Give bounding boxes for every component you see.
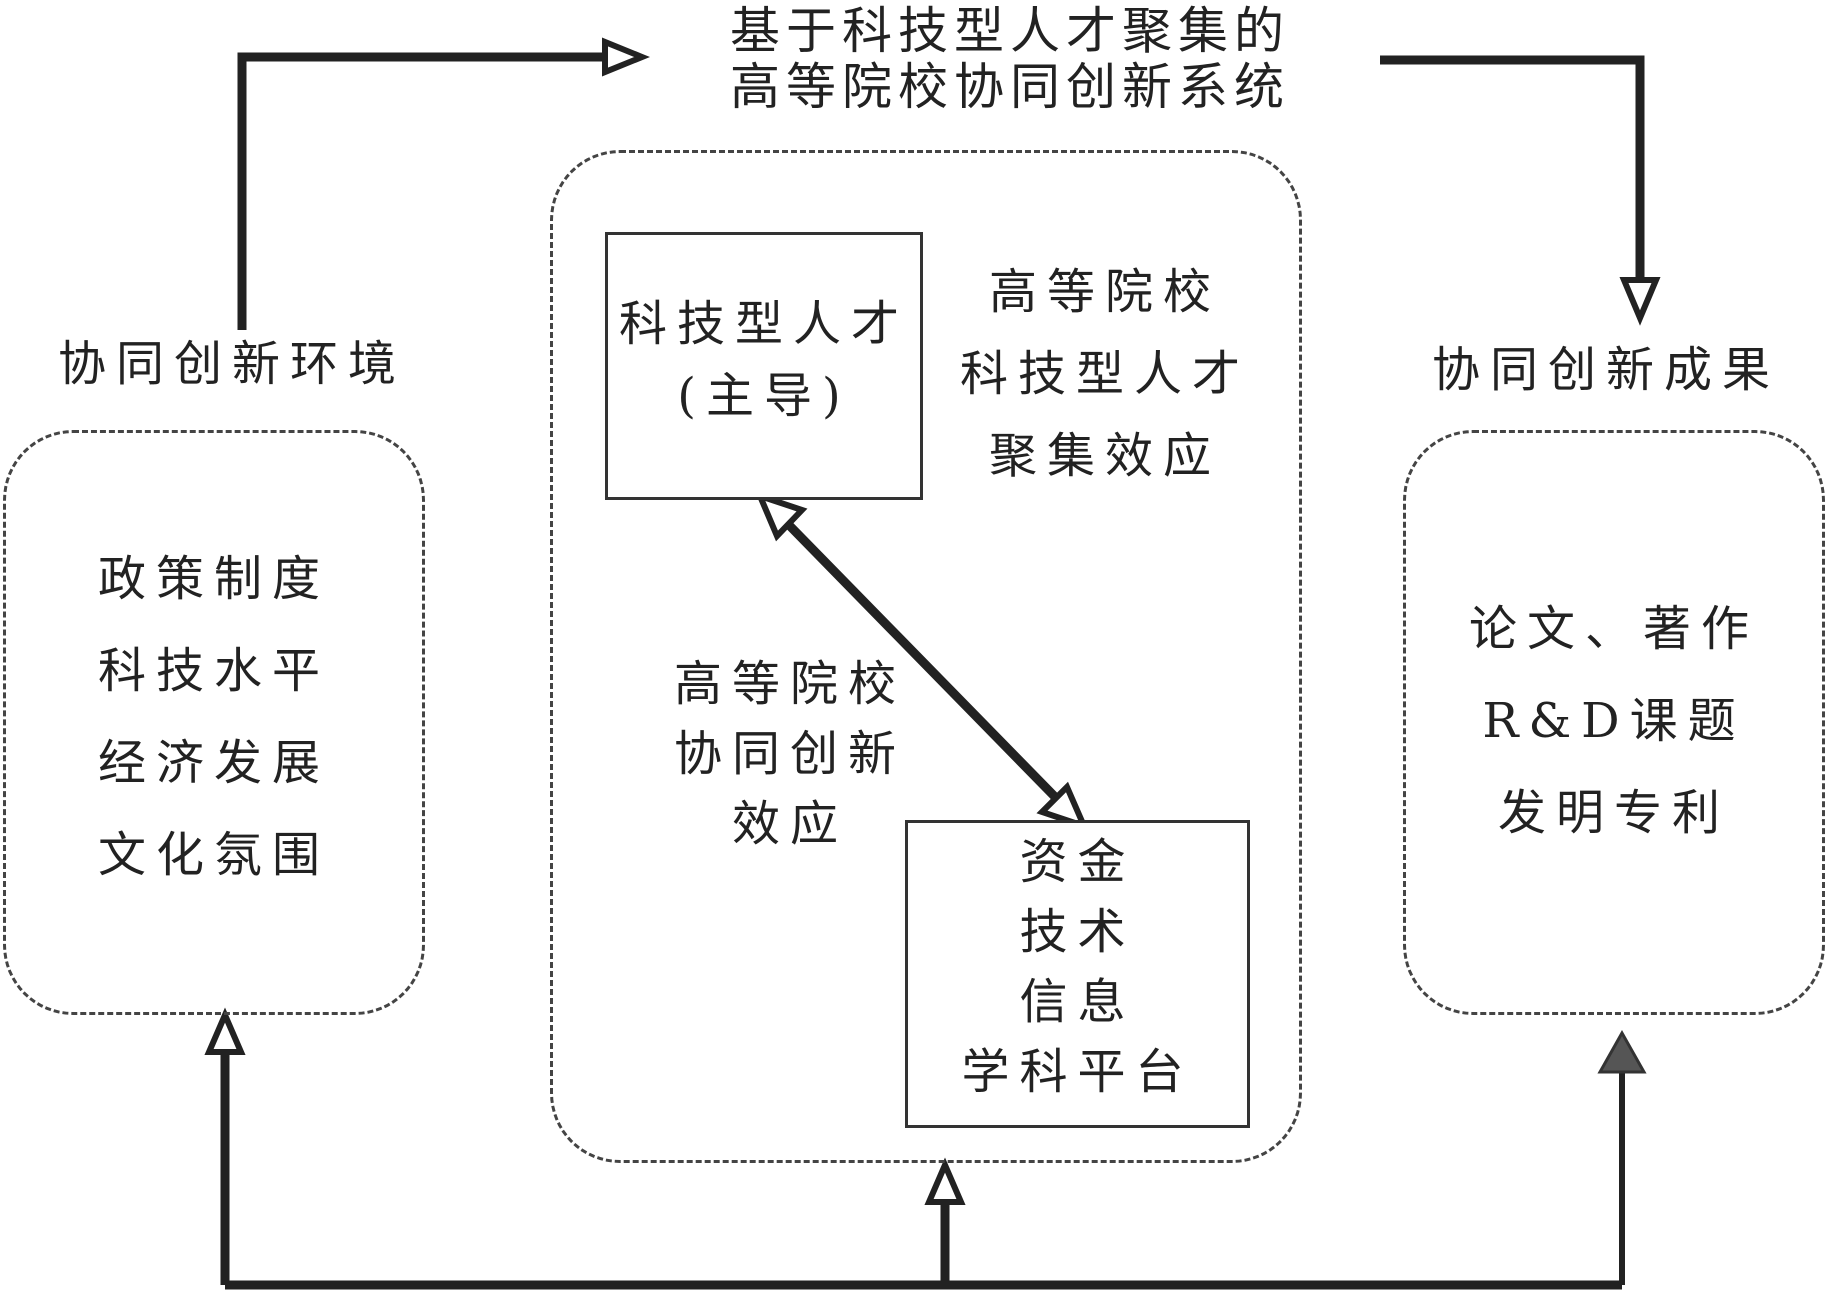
talent-box (605, 232, 923, 500)
environment-items: 政策制度 科技水平 经济发展 文化氛围 (3, 555, 425, 879)
outcome-item: 论文、著作 (1468, 601, 1759, 657)
outcome-item: 发明专利 (1497, 785, 1730, 841)
resource-items: 资金 技术 信息 学科平台 (905, 838, 1250, 1096)
resource-item: 学科平台 (961, 1044, 1194, 1100)
outcomes-items: 论文、著作 R&D课题 发明专利 (1403, 605, 1825, 837)
arrowhead-to-outcomes (1619, 277, 1661, 326)
environment-heading: 协同创新环境 (58, 336, 407, 392)
arrowhead-to-system (924, 1157, 966, 1205)
arrowhead-to-outcome-box (1597, 1029, 1647, 1074)
arrowhead-to-resources (1036, 781, 1090, 831)
innovation-effect-line: 效应 (731, 796, 848, 852)
resource-item: 资金 (1019, 834, 1136, 890)
arrowhead-to-talent (754, 491, 808, 542)
gathering-effect-line: 高等院校 (988, 264, 1221, 320)
gathering-effect-line: 科技型人才 (959, 346, 1250, 402)
arrowhead-to-environment (204, 1007, 246, 1055)
outcome-item: R&D课题 (1482, 693, 1746, 749)
arrowhead-to-title (602, 37, 650, 77)
resource-item: 技术 (1019, 904, 1136, 960)
environment-item: 经济发展 (97, 735, 330, 791)
outcomes-box (1403, 430, 1825, 1015)
outcomes-heading: 协同创新成果 (1432, 342, 1781, 398)
environment-item: 政策制度 (97, 551, 330, 607)
environment-box (3, 430, 425, 1015)
talent-label: 科技型人才 (主导) (605, 300, 923, 420)
environment-item: 科技水平 (97, 643, 330, 699)
system-title-line-2: 高等院校协同创新系统 (730, 58, 1290, 116)
arrow-system-to-outcomes (1380, 55, 1645, 282)
talent-label-line-1: 科技型人才 (618, 296, 909, 352)
innovation-effect-label: 高等院校 协同创新 效应 (655, 660, 925, 848)
gathering-effect-line: 聚集效应 (988, 428, 1221, 484)
innovation-effect-line: 协同创新 (673, 726, 906, 782)
system-box (550, 150, 1302, 1163)
bidirectional-arrow (782, 518, 1064, 806)
system-title: 基于科技型人才聚集的 高等院校协同创新系统 (690, 6, 1330, 112)
resource-box (905, 820, 1250, 1128)
arrow-environment-to-system (237, 52, 615, 330)
talent-label-line-2: (主导) (677, 368, 851, 424)
gathering-effect-label: 高等院校 科技型人才 聚集效应 (935, 268, 1275, 480)
resource-item: 信息 (1019, 974, 1136, 1030)
innovation-effect-line: 高等院校 (673, 656, 906, 712)
environment-item: 文化氛围 (97, 827, 330, 883)
system-title-line-1: 基于科技型人才聚集的 (730, 2, 1290, 60)
